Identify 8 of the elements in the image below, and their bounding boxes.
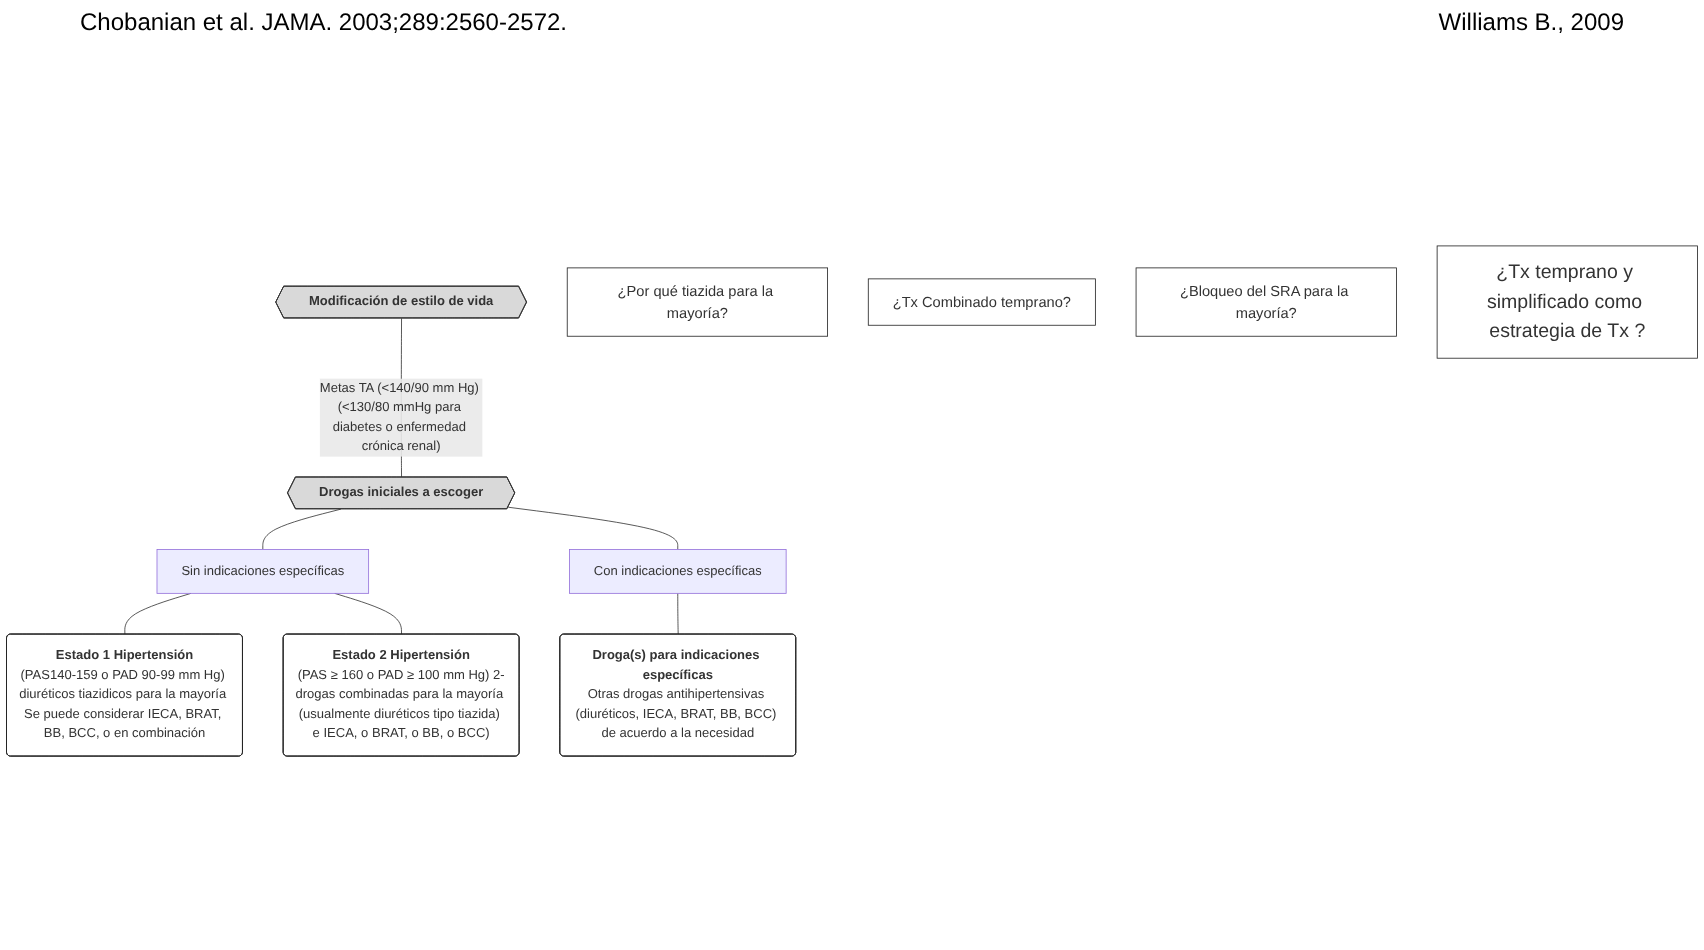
node-box: ¿Tx temprano y simplificado como estrategia de Tx ?	[1436, 245, 1698, 359]
connector	[507, 506, 679, 550]
connector	[334, 592, 402, 635]
connector	[262, 508, 342, 550]
connector	[124, 592, 192, 635]
connector	[677, 592, 679, 635]
note-text: Chobanian et al. JAMA. 2003;289:2560-2572.	[80, 8, 568, 40]
note-text: Williams B., 2009	[1438, 8, 1624, 40]
